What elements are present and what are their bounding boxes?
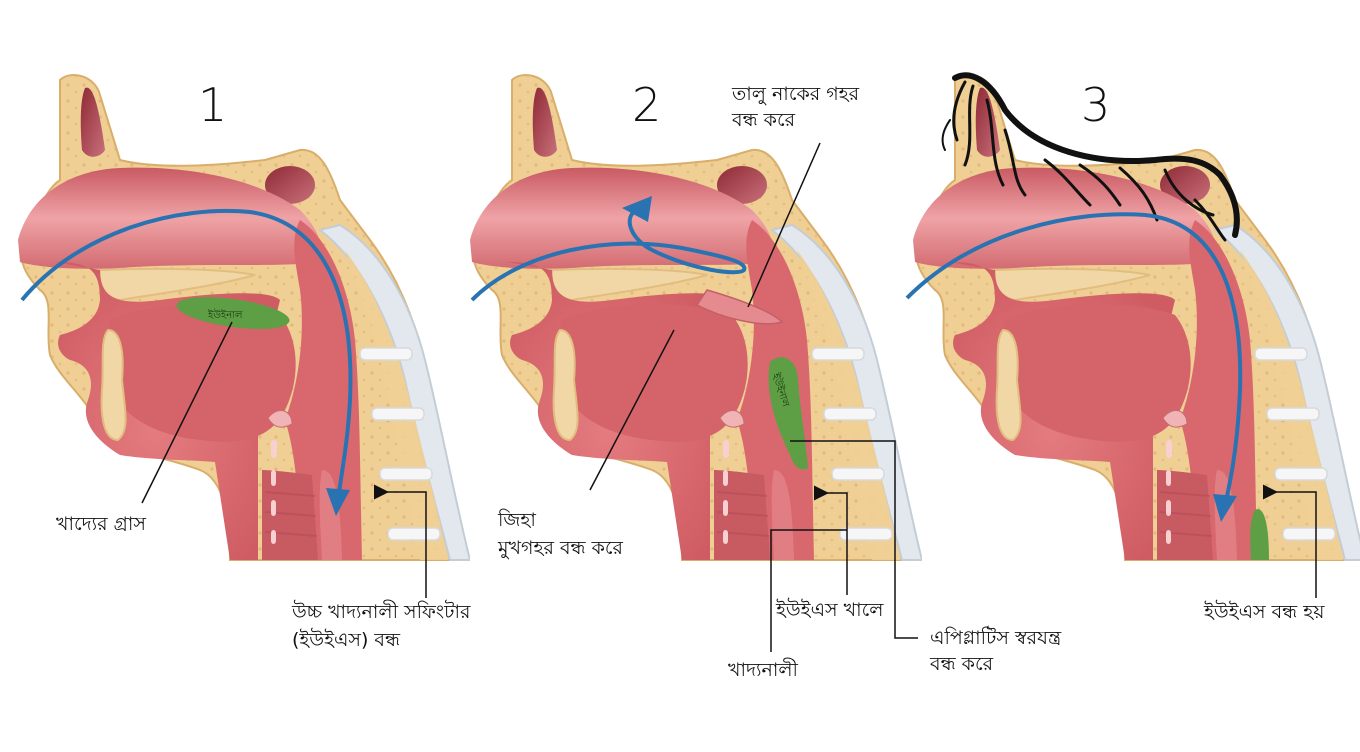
- panel-number: 3: [1081, 78, 1111, 132]
- label-epiglottis-line2: বন্ধ করে: [930, 653, 994, 675]
- label-ues-closed-line2: (ইউইএস) বন্ধ: [292, 629, 401, 651]
- label-esophagus: খাদ্যনালী: [728, 659, 798, 681]
- label-ues-closes: ইউইএস বন্ধ হয়: [1204, 601, 1325, 623]
- label-ues-closed-line1: উচ্চ খাদ্যনালী সফিংটার: [292, 601, 471, 623]
- leader-food-bolus: [141, 321, 233, 504]
- swallow-path-arrow: [20, 208, 353, 501]
- reflux-path-arrow: [470, 210, 747, 302]
- panel-3-swallow-esophageal-phase: 3: [895, 0, 1360, 752]
- food-bolus-shape: [1250, 509, 1269, 560]
- black-strands-overlay: [941, 72, 1240, 242]
- leader-esophagus: [770, 529, 847, 652]
- label-tongue-line2: মুখগহর বন্ধ করে: [498, 537, 623, 559]
- arrowhead-icon: [326, 488, 350, 516]
- panel-number: 2: [632, 78, 662, 132]
- panel-number: 1: [198, 78, 228, 132]
- leader-tongue: [589, 329, 675, 491]
- label-epiglottis-line1: এপিগ্লাটিস স্বরযন্ত্র: [930, 627, 1062, 649]
- swallow-path-arrow: [905, 212, 1243, 506]
- leader-ues-closed: [374, 484, 427, 598]
- food-bolus-shape: [176, 297, 290, 329]
- head-cross-section-illustration: [17, 74, 470, 561]
- arrowhead-icon: [622, 196, 652, 222]
- label-ues-open: ইউইএস খালে: [776, 599, 884, 621]
- leader-ues-closes: [1263, 484, 1317, 598]
- leader-ues-open: [814, 485, 848, 595]
- soft-palate-shape: [695, 289, 784, 325]
- bolus-inner-label: ইউইনাল: [208, 310, 243, 321]
- label-food-bolus: খাদ্যের গ্রাস: [56, 513, 146, 535]
- label-palate-line1: তালু নাকের গহর: [732, 83, 860, 105]
- arrowhead-icon: [1213, 494, 1237, 522]
- panel-1-swallow-oral-phase: 1 ইউইনাল: [0, 0, 470, 752]
- head-cross-section-illustration: [905, 72, 1360, 561]
- leader-palate: [747, 142, 821, 308]
- label-tongue-line1: জিহা: [498, 509, 536, 531]
- leader-epiglottis: [790, 440, 918, 639]
- label-palate-line2: বন্ধ করে: [732, 109, 796, 131]
